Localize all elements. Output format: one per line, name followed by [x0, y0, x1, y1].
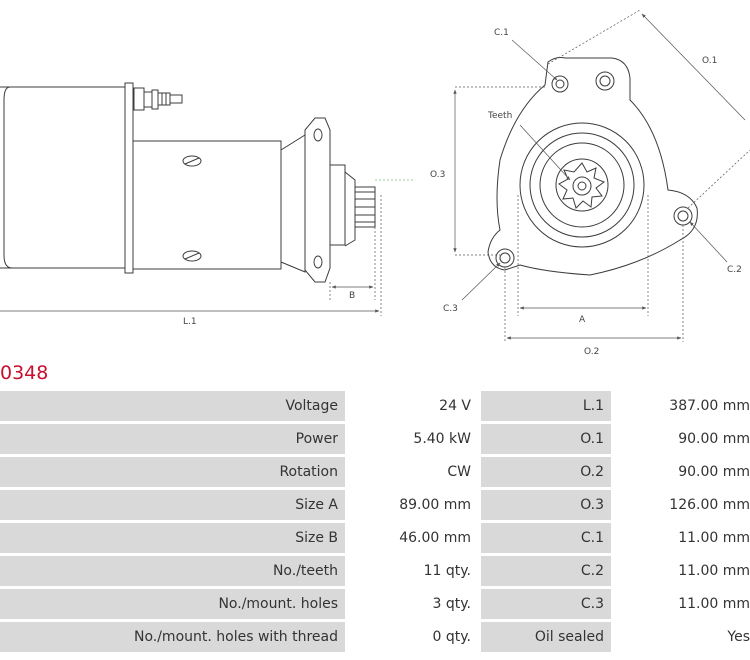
- front-view: [487, 57, 698, 276]
- front-view-dimensions: [453, 9, 750, 342]
- spec-value: Yes: [614, 622, 750, 652]
- part-code: 0348: [0, 362, 49, 384]
- spec-value: 126.00 mm: [614, 490, 750, 520]
- spec-label: Power: [0, 424, 345, 454]
- dim-label-b: B: [349, 291, 355, 301]
- spec-value: 11.00 mm: [614, 589, 750, 619]
- terminal-stud: [133, 87, 183, 111]
- spec-value: 89.00 mm: [348, 490, 478, 520]
- spec-label: Rotation: [0, 457, 345, 487]
- dim-label-l1: L.1: [183, 317, 197, 327]
- dim-label-c1: C.1: [494, 28, 509, 38]
- pinion-gear: [558, 162, 606, 209]
- spec-value: 11.00 mm: [614, 556, 750, 586]
- mounting-flange: [304, 117, 331, 283]
- spec-label: C.2: [481, 556, 611, 586]
- spec-label: O.1: [481, 424, 611, 454]
- spec-value: 11.00 mm: [614, 523, 750, 553]
- solenoid-cap: [124, 82, 134, 274]
- spec-label: Size A: [0, 490, 345, 520]
- spec-label: Oil sealed: [481, 622, 611, 652]
- spec-label: O.3: [481, 490, 611, 520]
- dim-label-teeth: Teeth: [487, 111, 512, 121]
- spec-value: 0 qty.: [348, 622, 478, 652]
- dim-label-o3: O.3: [430, 170, 445, 180]
- spec-label: Voltage: [0, 391, 345, 421]
- spec-label: C.1: [481, 523, 611, 553]
- side-view-dimensions: [0, 179, 415, 316]
- dim-label-c3: C.3: [443, 304, 458, 314]
- dim-label-o1: O.1: [702, 56, 717, 66]
- dim-label-o2: O.2: [584, 347, 599, 357]
- spec-value: 46.00 mm: [348, 523, 478, 553]
- spec-label: No./mount. holes: [0, 589, 345, 619]
- motor-body: [132, 140, 282, 270]
- spec-value: 11 qty.: [348, 556, 478, 586]
- spec-value: CW: [348, 457, 478, 487]
- spec-label: L.1: [481, 391, 611, 421]
- side-view: [0, 82, 376, 283]
- spec-label: No./teeth: [0, 556, 345, 586]
- spec-value: 387.00 mm: [614, 391, 750, 421]
- solenoid-body: [0, 86, 126, 269]
- motor-screw-top: [182, 155, 202, 167]
- spec-value: 3 qty.: [348, 589, 478, 619]
- spec-value: 90.00 mm: [614, 424, 750, 454]
- spec-label: O.2: [481, 457, 611, 487]
- spec-value: 24 V: [348, 391, 478, 421]
- spec-label: No./mount. holes with thread: [0, 622, 345, 652]
- spec-value: 5.40 kW: [348, 424, 478, 454]
- dim-label-c2: C.2: [727, 265, 742, 275]
- technical-drawing: B L.1: [0, 9, 750, 357]
- spec-label: C.3: [481, 589, 611, 619]
- spec-value: 90.00 mm: [614, 457, 750, 487]
- motor-screw-bottom: [182, 250, 202, 262]
- spec-label: Size B: [0, 523, 345, 553]
- dim-label-a: A: [579, 315, 586, 325]
